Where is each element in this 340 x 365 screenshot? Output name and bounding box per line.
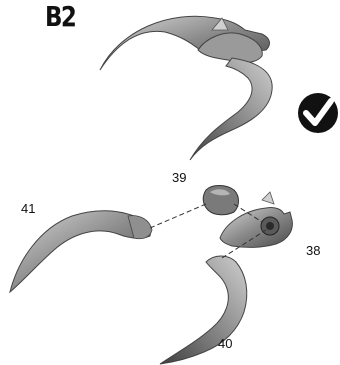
assembled-claw-lower bbox=[190, 58, 272, 160]
part-label-38: 38 bbox=[306, 243, 320, 258]
part-label-39: 39 bbox=[172, 170, 186, 185]
assembled-claw bbox=[100, 16, 272, 160]
part-40-claw bbox=[160, 256, 247, 364]
part-41-claw bbox=[10, 211, 152, 292]
guide-41-to-39 bbox=[150, 204, 206, 228]
check-circle-icon bbox=[298, 93, 338, 133]
part-label-41: 41 bbox=[21, 201, 35, 216]
part-39-joint bbox=[203, 186, 238, 215]
part-label-40: 40 bbox=[218, 336, 232, 351]
